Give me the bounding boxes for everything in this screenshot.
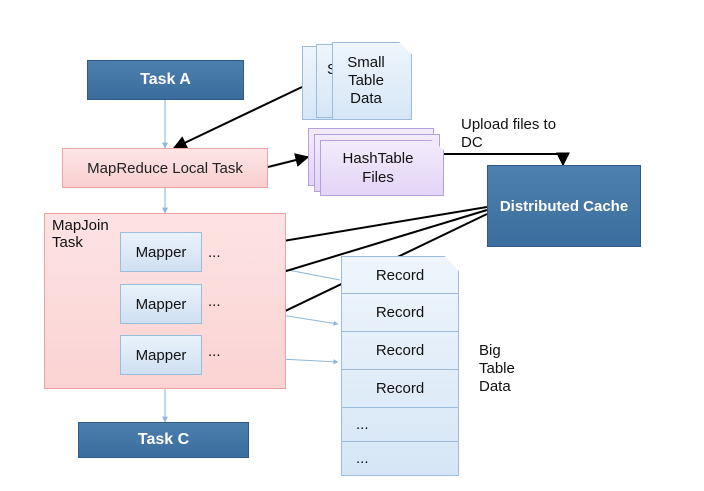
hashtable-doc-front: HashTable Files <box>320 140 444 196</box>
record-4-label: Record <box>375 380 425 397</box>
upload-files-line1: Upload files to <box>461 116 557 133</box>
record-3-label: Record <box>375 342 425 359</box>
record-row-2: Record <box>342 293 458 331</box>
record-row-5: ... <box>342 407 458 441</box>
record-row-3: Record <box>342 331 458 369</box>
mapper-2-label: Mapper <box>135 295 187 313</box>
mapper-2: Mapper <box>120 284 202 324</box>
mapper-3-dots: ... <box>208 343 221 360</box>
big-table-line2: Table <box>479 360 515 377</box>
arrow-smalltable-local <box>172 86 303 149</box>
upload-files-label: Upload files to DC <box>461 116 556 152</box>
big-table-records: Record Record Record Record ... ... <box>341 256 459 476</box>
arrow-hashtable-dc <box>442 152 570 167</box>
task-a-box: Task A <box>87 60 244 100</box>
mapper-1-label: Mapper <box>135 243 187 261</box>
small-table-line1: Small <box>347 54 385 71</box>
mapper-3-label: Mapper <box>135 346 187 364</box>
upload-files-line2: DC <box>461 134 483 151</box>
record-6-label: ... <box>356 450 369 467</box>
big-table-label: Big Table Data <box>479 342 515 396</box>
mapper-2-dots: ... <box>208 293 221 310</box>
hashtable-label: HashTable Files <box>321 149 435 187</box>
mapreduce-local-task-label: MapReduce Local Task <box>87 159 243 177</box>
mapreduce-local-task-box: MapReduce Local Task <box>62 148 268 188</box>
distributed-cache-box: Distributed Cache <box>487 165 641 247</box>
mapper-1: Mapper <box>120 232 202 272</box>
arrow-local-hashtable <box>267 153 310 168</box>
mapjoin-task-label: MapJoin Task <box>52 217 109 251</box>
task-c-label: Task C <box>137 431 190 448</box>
hashtable-line1: HashTable <box>342 150 414 167</box>
big-table-line3: Data <box>479 378 511 395</box>
big-table-line1: Big <box>479 342 501 359</box>
mapjoin-task-label-line2: Task <box>52 234 83 251</box>
record-5-label: ... <box>356 416 369 433</box>
hashtable-line2: Files <box>362 169 394 186</box>
mapper-3: Mapper <box>120 335 202 375</box>
distributed-cache-label: Distributed Cache <box>499 197 629 215</box>
record-row-6: ... <box>342 441 458 475</box>
task-a-label: Task A <box>140 71 191 88</box>
record-row-4: Record <box>342 369 458 407</box>
small-table-doc-front: Small Table Data <box>332 42 412 120</box>
record-2-label: Record <box>375 304 425 321</box>
small-table-line2: Table <box>348 72 384 89</box>
small-table-line3: Data <box>350 90 382 107</box>
task-c-box: Task C <box>78 422 249 458</box>
mapper-1-dots: ... <box>208 244 221 261</box>
record-row-1: Record <box>342 257 458 293</box>
mapjoin-task-label-line1: MapJoin <box>52 217 109 234</box>
record-1-label: Record <box>375 266 425 284</box>
small-table-label: Small Table Data <box>333 54 399 108</box>
